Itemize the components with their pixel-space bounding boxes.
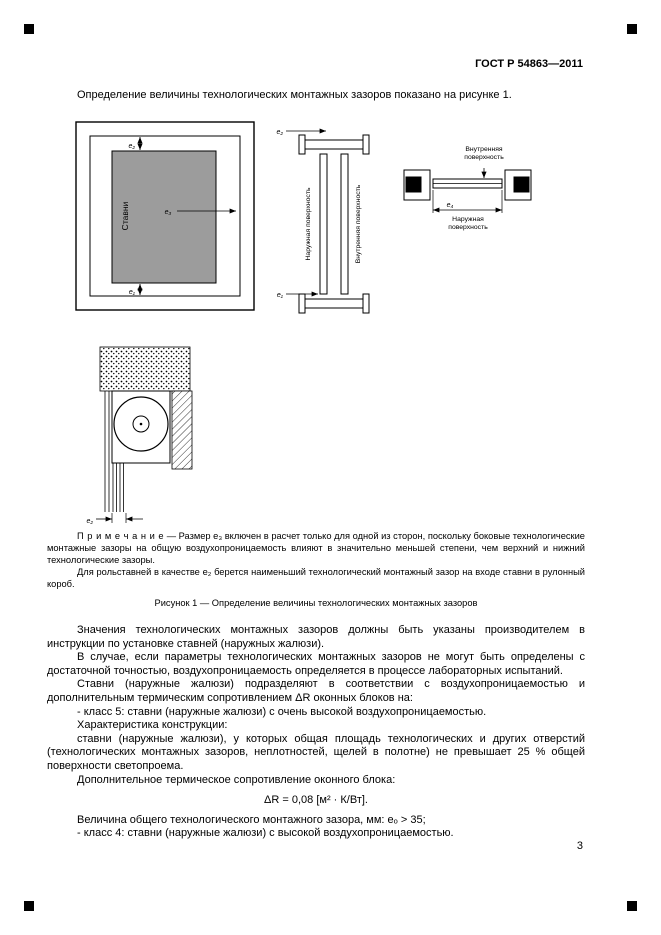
paragraph-construction: Характеристика конструкции: [77,719,228,732]
note-text: — Размер e₃ включен в расчет только для … [47,531,585,565]
left-reveal-core [405,176,422,193]
outer-surface-label: Наружная поверхность [305,187,312,260]
outer-surface-label: Наружная поверхность [448,216,488,231]
frame-inner-rect [89,135,241,297]
crop-mark [24,901,34,911]
formula-delta-r: ΔR = 0,08 [м² · К/Вт]. [264,794,368,807]
lintel-end [298,134,306,155]
body-text: Значения технологических монтажных зазор… [47,624,585,841]
diagram-roller-box-section: e₂ [86,346,193,525]
right-reveal-core [513,176,530,193]
shutter-label: Ставни [120,201,130,230]
figure-1: Ставни e₂ e₁ e₃ Наружная поверхность Вну… [75,121,532,525]
lintel-bar [302,139,366,150]
dim-e1-bottom: e₁ [129,289,136,296]
outer-surface-label-box: Наружная поверхность [448,216,488,231]
diagram-front-view: Ставни e₂ e₁ e₃ [75,121,255,311]
dim-e1: e₁ [277,292,284,299]
paragraph-lab-tests: В случае, если параметры технологических… [47,651,585,677]
frame-outer-rect [75,121,255,311]
inner-surface-label: Внутренняя поверхность [464,146,504,161]
crop-mark [627,901,637,911]
roller-note: Для рольставней в качестве e₂ берется на… [47,567,585,589]
dim-e3-side: e₃ [165,209,172,216]
paragraph-openings-area: ставни (наружные жалюзи), у которых обща… [47,732,585,772]
diagram-vertical-section: Наружная поверхность Внутренняя поверхно… [276,128,370,314]
dim-e2-top: e₂ [128,143,135,150]
roller-center [139,422,143,426]
dim-e4: e₄ [447,202,454,209]
sill-end [298,293,306,314]
outer-leaf [319,153,328,295]
paragraph-gap-values: Значения технологических монтажных зазор… [47,624,585,650]
crop-mark [24,24,34,34]
paragraph-thermal-resistance: Дополнительное термическое сопротивление… [77,773,396,786]
dim-e2-roller: e₂ [86,518,93,525]
figure-note: П р и м е ч а н и е — Размер e₃ включен … [47,531,585,566]
inner-leaf [340,153,349,295]
inner-surface-label-box: Внутренняя поверхность [464,146,504,161]
concrete-slab [99,346,191,392]
dim-e2: e₂ [276,129,283,136]
note-label: П р и м е ч а н и е [77,531,165,541]
roller-axle [132,415,150,433]
doc-number: ГОСТ Р 54863—2011 [475,58,583,70]
intro-paragraph: Определение величины технологических мон… [77,89,512,101]
wall-hatched [171,390,193,470]
crop-mark [627,24,637,34]
sill-end [362,293,370,314]
paragraph-total-gap: Величина общего технологического монтажн… [77,813,426,826]
lintel-end [362,134,370,155]
shutter-panel [111,150,217,284]
figure-caption: Рисунок 1 — Определение величины техноло… [154,598,478,608]
sill-bar [302,298,366,309]
paragraph-classification: Ставни (наружные жалюзи) подразделяют в … [47,678,585,704]
diagram-horizontal-section: Внутренняя поверхность e₄ Наружная повер… [403,146,532,231]
page-number: 3 [576,840,583,852]
paragraph-class4: - класс 4: ставни (наружные жалюзи) с вы… [77,827,454,840]
paragraph-class5: - класс 5: ставни (наружные жалюзи) с оч… [77,705,487,718]
inner-surface-label: Внутренняя поверхность [355,184,362,263]
